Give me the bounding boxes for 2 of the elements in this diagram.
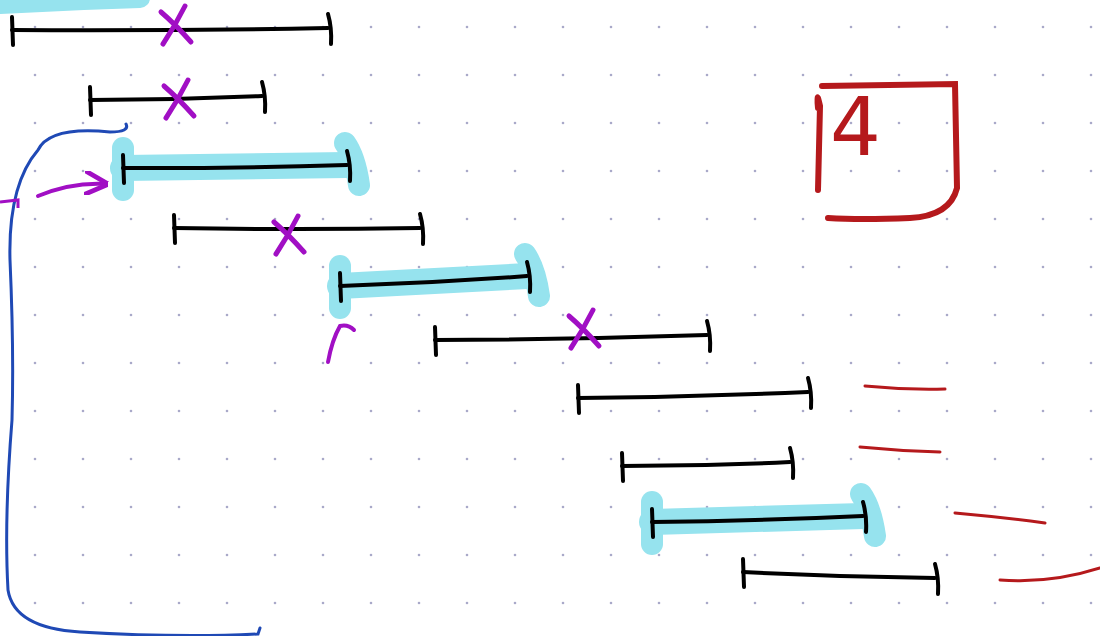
number-label: 4 <box>830 88 881 168</box>
arrow <box>36 168 111 198</box>
